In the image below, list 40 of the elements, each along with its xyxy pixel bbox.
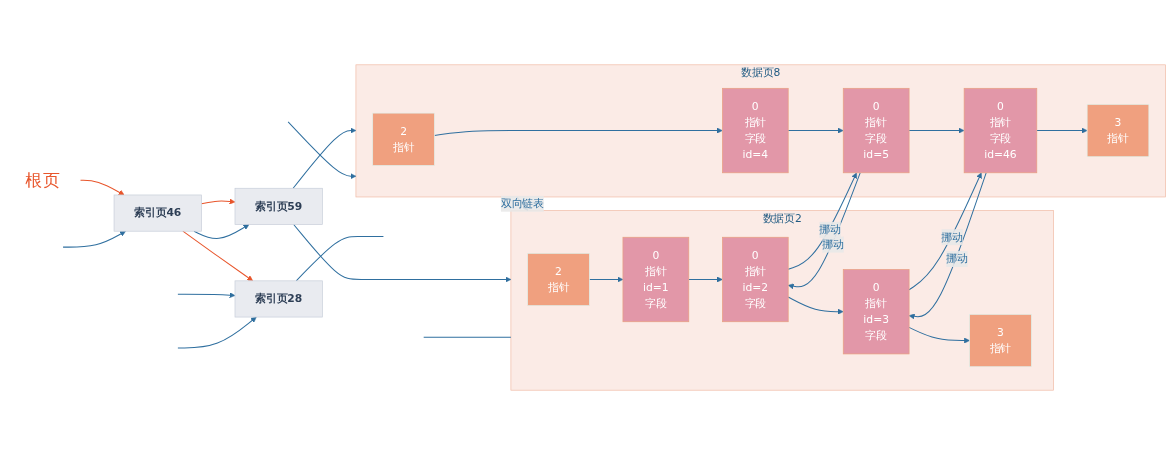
edge-label: 挪动 — [946, 252, 968, 266]
arrow — [787, 172, 857, 270]
arrow — [200, 198, 236, 205]
node-box: 索引页28 — [234, 280, 323, 318]
arrow — [908, 172, 982, 291]
arrow — [292, 127, 357, 189]
node-text: 根页 — [25, 169, 61, 191]
arrow — [787, 127, 844, 134]
arrow — [80, 179, 125, 196]
arrow — [293, 223, 512, 283]
node-box: 0 指针 字段 id=46 — [963, 87, 1038, 174]
node-box: 2 指针 — [527, 253, 590, 306]
arrow — [433, 127, 723, 136]
edge-label: 挪动 — [941, 230, 963, 244]
node-box: 2 指针 — [372, 112, 435, 166]
node-box: 0 指针 id=2 字段 — [722, 236, 789, 323]
node-box: 索引页46 — [113, 194, 202, 232]
arrow — [787, 296, 844, 315]
node-box: 0 指针 id=1 字段 — [622, 236, 690, 323]
arrow — [182, 230, 254, 282]
arrow — [908, 326, 970, 344]
arrow — [688, 276, 723, 283]
edge-label: 双向链表 — [500, 196, 544, 210]
node-box: 0 指针 字段 id=5 — [842, 87, 910, 174]
arrow — [908, 127, 965, 134]
arrow — [588, 276, 624, 283]
node-box: 0 指针 id=3 字段 — [842, 269, 910, 355]
arrow — [287, 121, 357, 180]
node-box: 0 指针 字段 id=4 — [722, 87, 789, 174]
arrow — [177, 316, 257, 349]
node-box: 索引页59 — [234, 187, 323, 225]
node-box: 3 指针 — [1086, 104, 1150, 158]
arrow — [177, 292, 236, 299]
arrow — [1036, 127, 1088, 134]
arrow — [193, 224, 250, 239]
edge-label: 挪动 — [822, 237, 844, 251]
arrow — [62, 230, 126, 248]
edge-label: 挪动 — [819, 223, 841, 236]
node-box: 3 指针 — [969, 314, 1032, 368]
arrow — [908, 172, 987, 320]
